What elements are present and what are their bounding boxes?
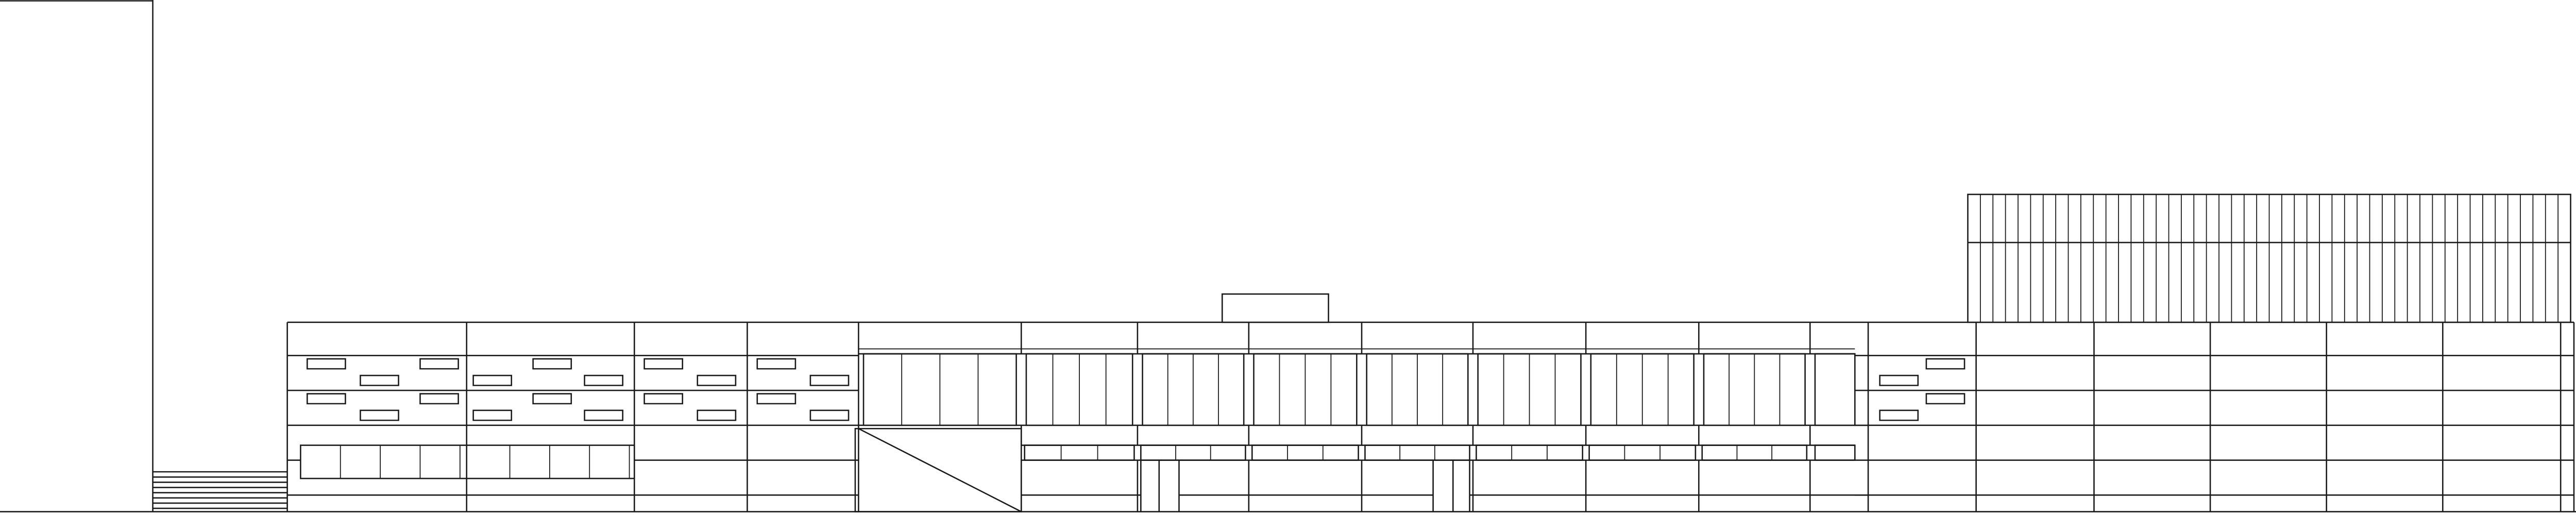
entrance-stairs: [153, 472, 287, 508]
window: [1880, 375, 1918, 385]
left-block-facade: [300, 359, 849, 478]
main-building-frame: [287, 294, 2574, 512]
rooftop-box: [1222, 294, 1328, 322]
window: [810, 410, 849, 420]
window: [585, 375, 623, 385]
curtain-wall: [863, 354, 1855, 460]
window: [757, 394, 795, 404]
window: [698, 410, 736, 420]
window: [307, 359, 345, 369]
window: [360, 375, 398, 385]
window: [420, 394, 458, 404]
window: [473, 375, 512, 385]
window: [533, 394, 571, 404]
window: [1926, 394, 1964, 404]
glazing-band: [300, 445, 634, 479]
right-tower-louvres: [1968, 194, 2571, 322]
window: [645, 359, 683, 369]
window: [810, 375, 849, 385]
right-block-facade: [1855, 322, 2574, 512]
left-tower: [0, 0, 153, 512]
window: [1880, 410, 1918, 420]
clerestory-bay: [1589, 445, 1696, 460]
clerestory-bay: [1252, 445, 1358, 460]
clerestory-bay: [1702, 445, 1807, 460]
window: [307, 394, 345, 404]
clerestory-bay: [1815, 445, 1855, 460]
window: [698, 375, 736, 385]
window: [420, 359, 458, 369]
window: [757, 359, 795, 369]
curtain-bay: [1815, 354, 1855, 425]
clerestory-bay: [1141, 445, 1245, 460]
window: [645, 394, 683, 404]
window: [473, 410, 512, 420]
window: [585, 410, 623, 420]
window: [1926, 359, 1964, 369]
clerestory-bay: [1025, 445, 1134, 460]
window: [533, 359, 571, 369]
clerestory-bay: [1365, 445, 1469, 460]
ramp-diagonal: [858, 428, 1021, 511]
clerestory-bay: [1476, 445, 1582, 460]
window: [360, 410, 398, 420]
